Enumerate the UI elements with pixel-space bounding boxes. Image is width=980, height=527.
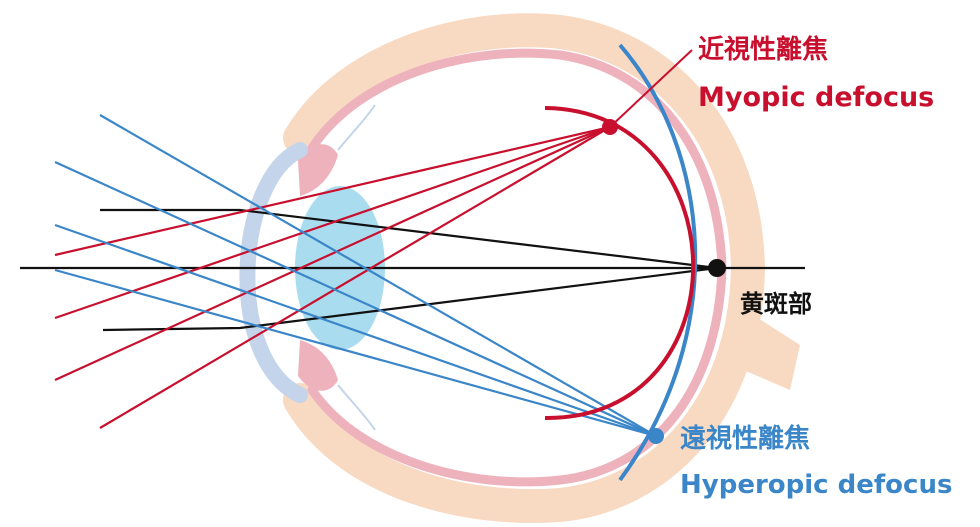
hyperopic-label-en: Hyperopic defocus: [680, 470, 952, 500]
cornea: [239, 142, 308, 403]
red-ray-3: [54, 125, 611, 382]
red-ray-4: [99, 126, 611, 429]
red-ray-1: [54, 125, 611, 257]
macula-point: [708, 259, 726, 277]
myopic-focal-point: [602, 119, 618, 135]
blue-ray-1: [99, 114, 657, 437]
blue-ray-3: [54, 223, 657, 438]
black-ray-upper: [100, 208, 718, 270]
myopic-label-jp: 近視性離焦: [698, 34, 828, 65]
optic-nerve: [720, 300, 800, 390]
zonule-upper: [337, 104, 376, 151]
myopic-label-en: Myopic defocus: [698, 82, 934, 113]
black-ray-lower: [102, 266, 718, 332]
hyperopic-label-jp: 遠視性離焦: [680, 423, 810, 454]
zonule-lower: [337, 384, 376, 431]
blue-ray-2: [54, 160, 657, 438]
myopic-leader-line: [609, 49, 693, 128]
blue-ray-4: [54, 268, 657, 438]
hyperopic-focal-point: [648, 428, 664, 444]
red-ray-2: [54, 125, 611, 320]
iris-upper: [298, 144, 338, 196]
hyperopic-focal-curve: [618, 43, 698, 482]
macula-label: 黄斑部: [740, 290, 812, 318]
iris-lower: [298, 340, 338, 391]
